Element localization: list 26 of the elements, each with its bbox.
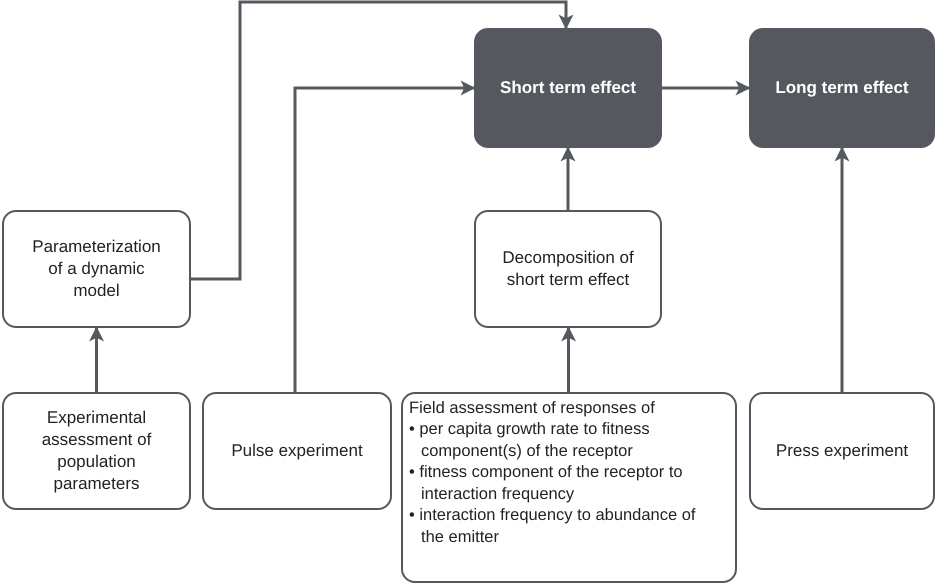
bullet-item: • per capita growth rate to fitness component(s) of the receptor: [409, 419, 651, 462]
arrow: [834, 146, 850, 392]
box-label: Press experiment: [776, 440, 908, 462]
process-box: [474, 210, 662, 328]
arrow: [662, 80, 750, 96]
box-label: Experimental assessment of population parameters: [40, 406, 152, 496]
arrow: [560, 146, 576, 210]
box-heading: Field assessment of responses of: [409, 398, 655, 419]
outcome-box: [749, 28, 935, 148]
box-label: Long term effect: [775, 76, 909, 99]
process-box: [2, 210, 191, 328]
box-label: Parameterization of a dynamic model: [31, 236, 162, 302]
box-label: Short term effect: [500, 76, 636, 99]
arrow: [191, 0, 574, 280]
arrow: [89, 326, 104, 392]
arrow: [561, 326, 576, 392]
box-label: Pulse experiment: [231, 440, 363, 462]
bullet-item: • interaction frequency to abundance of the emitter: [409, 505, 696, 548]
process-box: [202, 392, 392, 510]
box-label: Decomposition of short term effect: [501, 246, 635, 291]
process-box: [401, 392, 737, 583]
arrow: [294, 80, 476, 392]
process-box: [2, 392, 191, 510]
outcome-box: [474, 28, 662, 148]
bullet-item: • fitness component of the receptor to interaction frequency: [409, 462, 684, 505]
process-box: [749, 392, 935, 510]
